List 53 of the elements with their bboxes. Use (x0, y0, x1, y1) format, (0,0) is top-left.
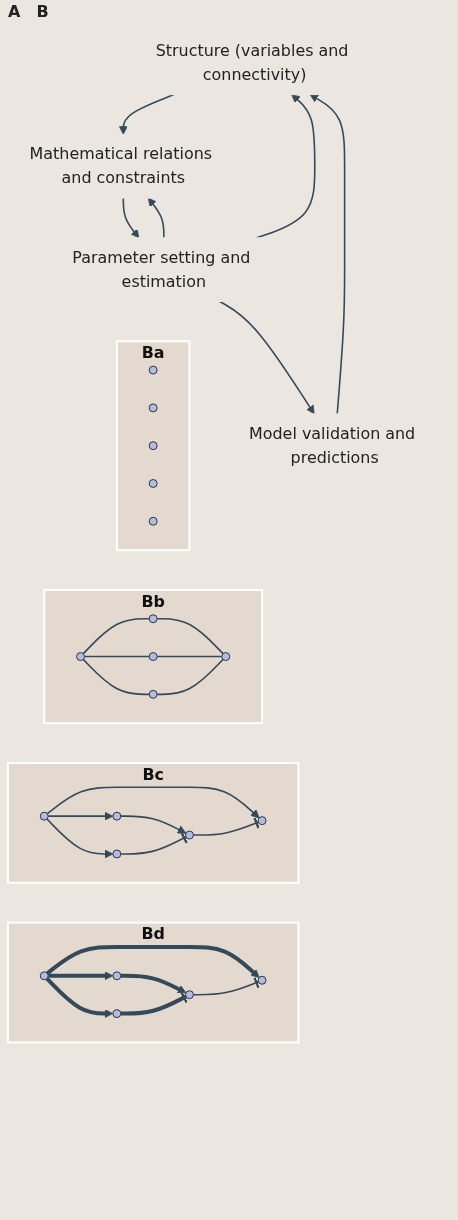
node-circle (257, 816, 267, 826)
node-circle (39, 811, 49, 821)
arrow (122, 197, 140, 239)
cluster: Ba (115, 340, 191, 552)
node-circle (148, 479, 158, 488)
connector (156, 617, 224, 655)
arrow (120, 973, 187, 994)
node-circle (148, 441, 158, 451)
node-circle (112, 1009, 122, 1019)
node-circle (112, 811, 122, 821)
node-circle (39, 971, 49, 981)
node-text: Model validation and predictions (249, 423, 416, 467)
arrow (218, 300, 315, 415)
node-circle (148, 614, 158, 624)
arrow (46, 944, 260, 978)
arrow (118, 93, 175, 135)
connector (120, 991, 189, 1016)
node-circle (148, 403, 158, 413)
cluster: Bc (6, 761, 300, 884)
connector (192, 816, 260, 836)
node-circle (148, 652, 158, 661)
node-circle (185, 990, 194, 1000)
panel-letter: A (7, 1, 22, 23)
node-circle (221, 652, 231, 661)
panel-letter: B (35, 1, 50, 23)
cluster: Bd (6, 921, 300, 1044)
node-circle (148, 689, 158, 699)
arrow (47, 811, 114, 821)
node-circle (148, 516, 158, 526)
connector (120, 832, 189, 855)
arrow (45, 977, 114, 1018)
node-circle (257, 975, 267, 985)
connector (156, 658, 224, 696)
node-circle (112, 849, 122, 859)
node-circle (148, 365, 158, 375)
arrow (46, 818, 114, 859)
node-circle (76, 652, 86, 661)
connector (82, 617, 150, 655)
node-circle (185, 830, 194, 840)
node-text: Parameter setting and estimation (72, 247, 251, 291)
node-text: Structure (variables and connectivity) (155, 40, 349, 84)
arrow (147, 197, 165, 239)
arrow (48, 971, 114, 981)
cluster: Bb (43, 588, 264, 725)
node-text: Mathematical relations and constraints (29, 144, 213, 188)
arrow (46, 786, 260, 819)
connector (156, 655, 223, 658)
connector (83, 655, 150, 658)
connector (192, 976, 260, 996)
arrow (120, 815, 187, 834)
node-circle (112, 971, 122, 981)
arrow (309, 94, 346, 415)
connector (82, 658, 150, 696)
